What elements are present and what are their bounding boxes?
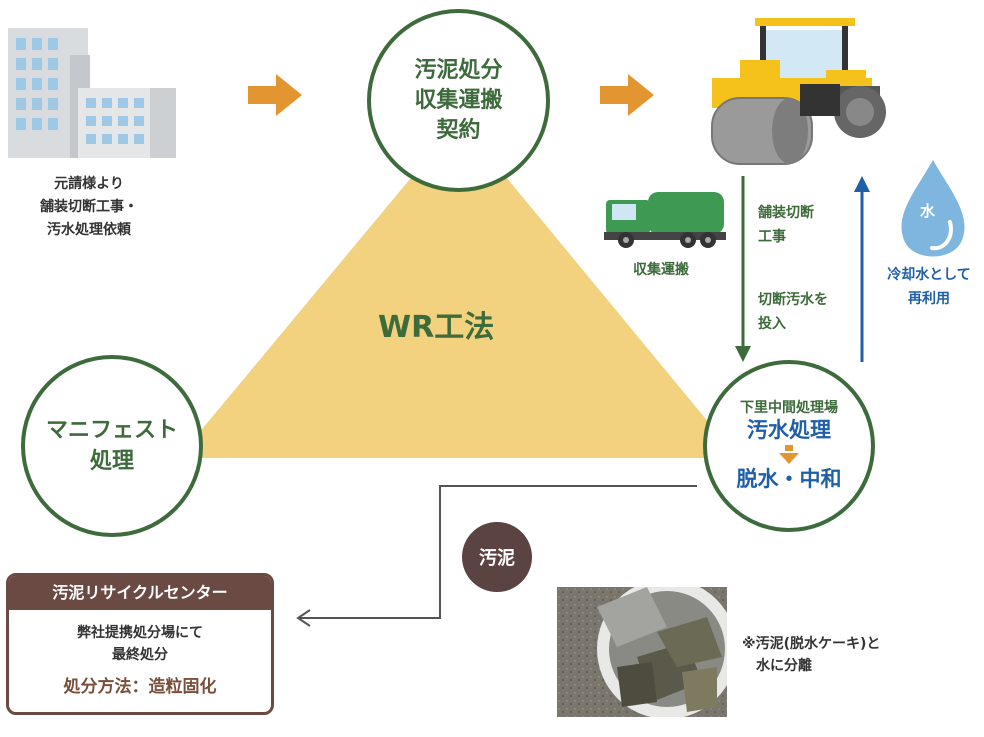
flow-down-line1: 舗装切断 <box>758 205 814 221</box>
blue-up-arrow-icon <box>854 176 870 362</box>
treatment-plant-circle: 下里中間処理場 汚水処理 脱水・中和 <box>703 360 875 532</box>
plant-step1: 汚水処理 <box>747 417 831 442</box>
recycle-center-title: 汚泥リサイクルセンター <box>9 576 271 610</box>
recycle-center-method: 処分方法：造粒固化 <box>63 677 217 697</box>
contract-circle: 汚泥処分 収集運搬 契約 <box>367 9 550 192</box>
photo-note: ※汚泥(脱水ケーキ)と 水に分離 <box>742 633 880 677</box>
client-request-line2: 舗装切断工事・ <box>40 199 138 215</box>
green-down-arrow-icon <box>735 176 751 362</box>
photo-note-line2: 水に分離 <box>756 658 812 674</box>
wr-method-label: WR工法 <box>378 310 495 345</box>
sludge-badge: 汚泥 <box>462 522 532 592</box>
arrow-right-2-icon <box>600 74 654 116</box>
water-drop-label: 水 <box>920 202 936 220</box>
truck-icon <box>604 192 726 248</box>
manifest-circle-text: マニフェスト 処理 <box>45 418 178 474</box>
recycle-center-box: 汚泥リサイクルセンター 弊社提携処分場にて 最終処分 処分方法：造粒固化 <box>6 573 274 715</box>
flow-down-text: 舗装切断 工事 <box>758 201 814 249</box>
photo-note-line1: ※汚泥(脱水ケーキ)と <box>742 636 881 652</box>
truck-label: 収集運搬 <box>633 262 689 278</box>
client-request-text: 元請様より 舗装切断工事・ 汚水処理依頼 <box>14 173 164 242</box>
contract-circle-text: 汚泥処分 収集運搬 契約 <box>414 57 503 143</box>
recycle-center-line1: 弊社提携処分場にて <box>77 625 203 641</box>
plant-title: 下里中間処理場 <box>740 399 838 416</box>
wr-triangle <box>178 120 738 458</box>
plant-step2: 脱水・中和 <box>736 466 842 491</box>
client-request-line3: 汚水処理依頼 <box>47 222 131 238</box>
water-reuse-text: 冷却水として 再利用 <box>874 263 984 311</box>
flow-down-line3: 切断汚水を <box>758 292 828 308</box>
arrow-right-1-icon <box>248 74 302 116</box>
flow-down-line2: 工事 <box>758 229 786 245</box>
sludge-flow-line-icon <box>296 485 697 627</box>
client-request-line1: 元請様より <box>54 176 124 192</box>
plant-down-arrow-stem <box>785 444 793 451</box>
road-roller-icon <box>711 18 886 165</box>
water-reuse-line1: 冷却水として <box>887 267 971 283</box>
sludge-bucket-photo <box>557 587 727 717</box>
building-icon <box>8 28 176 158</box>
plant-down-arrow-icon <box>779 452 799 464</box>
recycle-center-line2: 最終処分 <box>112 647 168 663</box>
manifest-circle: マニフェスト 処理 <box>21 355 203 537</box>
water-drop-icon <box>901 160 965 257</box>
flow-down-text-2: 切断汚水を 投入 <box>758 288 828 336</box>
flow-down-line4: 投入 <box>758 316 786 332</box>
water-reuse-line2: 再利用 <box>908 291 950 307</box>
